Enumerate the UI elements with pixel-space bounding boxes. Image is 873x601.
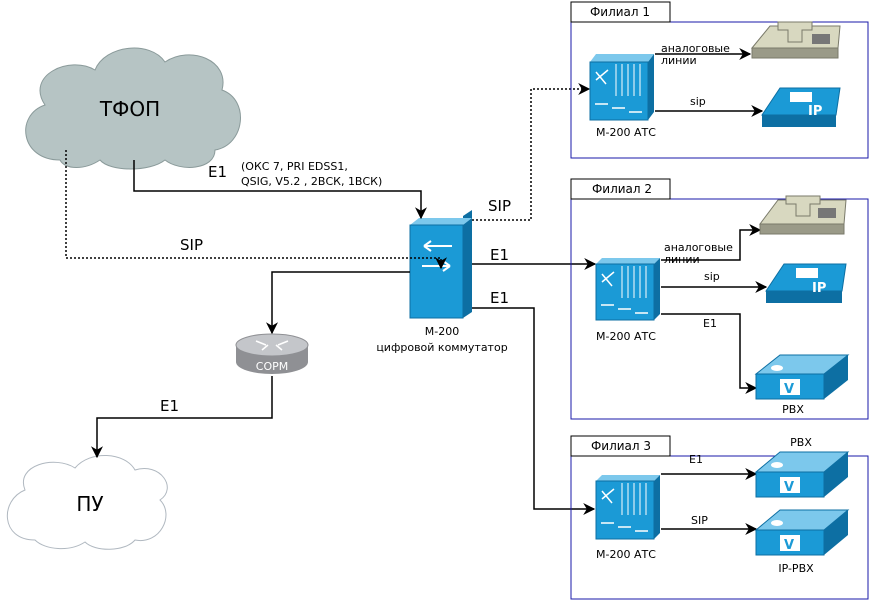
- branch-1-ip-phone-icon: IP: [761, 87, 841, 127]
- pstn-sip-line: [65, 150, 447, 270]
- branch-3: Филиал 3 М-200 АТС E1 SIP PBX V: [570, 435, 869, 600]
- branch-2-title: Филиал 2: [592, 182, 652, 196]
- branch-3-ippbx-icon: V: [754, 509, 850, 556]
- branch-3-title: Филиал 3: [591, 439, 651, 453]
- branch-3-ippbx-label: IP-PBX: [778, 562, 814, 575]
- switch-sorm-line: [266, 271, 410, 335]
- pstn-e1-line: [133, 160, 427, 220]
- branch-1-analog-label-1: аналоговые: [661, 42, 730, 55]
- branch-2-pbx-icon: V: [754, 354, 850, 400]
- branch-3-pbx-icon: V: [754, 451, 850, 498]
- branch-2-analog-line: [661, 224, 762, 261]
- pstn-cloud: ТФОП: [25, 47, 241, 170]
- branch-3-ats: [595, 475, 660, 540]
- branch-1: Филиал 1 М-200 АТС аналоговые линии sip: [570, 1, 869, 159]
- branch-1-analog-label-2: линии: [661, 54, 697, 67]
- branch-2-e1-line: [661, 313, 758, 394]
- branch-2-analog-label-1: аналоговые: [664, 241, 733, 254]
- branch-1-ats-label: М-200 АТС: [596, 126, 656, 139]
- branch-2-e1-label: E1: [703, 317, 717, 330]
- switch-label-1: М-200: [425, 325, 459, 338]
- branch-2-ats-label: М-200 АТС: [596, 330, 656, 343]
- branch-1-title: Филиал 1: [590, 5, 650, 19]
- branch-2: Филиал 2 М-200 АТС аналоговые линии sip …: [570, 178, 869, 420]
- branch-3-sip-label: SIP: [691, 514, 708, 527]
- sorm-e1-label: E1: [160, 397, 179, 415]
- branch-2-ip-phone-icon: IP: [765, 263, 847, 303]
- svg-text:V: V: [784, 382, 794, 397]
- sorm-pu-line: [91, 376, 273, 459]
- branch-1-ats: [589, 54, 654, 121]
- router-label: СОРМ: [256, 360, 288, 373]
- branch-2-analog-label-2: линии: [664, 253, 700, 266]
- pstn-e1-protocols-1: (ОКС 7, PRI EDSS1,: [241, 160, 348, 173]
- branch2-e1-label: E1: [490, 246, 509, 264]
- switch-label-2: цифровой коммутатор: [376, 341, 507, 354]
- branch-3-e1-label: E1: [689, 453, 703, 466]
- branch-1-analog-phone-icon: [750, 21, 841, 59]
- svg-text:IP: IP: [812, 281, 826, 296]
- pstn-label: ТФОП: [99, 97, 160, 121]
- branch-2-pbx-label: PBX: [782, 403, 804, 416]
- branch-3-ats-label: М-200 АТС: [596, 548, 656, 561]
- pu-label: ПУ: [76, 492, 103, 516]
- branch-3-pbx-label: PBX: [790, 436, 812, 449]
- branch-2-ats: [595, 258, 660, 321]
- pu-cloud: ПУ: [6, 455, 168, 550]
- sorm-router: [235, 333, 309, 374]
- branch-2-sip-label: sip: [704, 270, 720, 283]
- branch3-e1-line: [472, 307, 596, 515]
- branch1-sip-line: [472, 83, 591, 221]
- pstn-e1-label: E1: [208, 163, 227, 181]
- svg-text:V: V: [784, 480, 794, 495]
- svg-text:IP: IP: [808, 104, 822, 119]
- branch-1-sip-label: sip: [690, 95, 706, 108]
- svg-text:V: V: [784, 538, 794, 553]
- branch-2-analog-phone-icon: [759, 195, 847, 235]
- pstn-sip-label: SIP: [180, 236, 203, 254]
- branch1-sip-label: SIP: [488, 197, 511, 215]
- branch3-e1-label: E1: [490, 289, 509, 307]
- pstn-e1-protocols-2: QSIG, V5.2 , 2ВСК, 1ВСК): [241, 175, 382, 188]
